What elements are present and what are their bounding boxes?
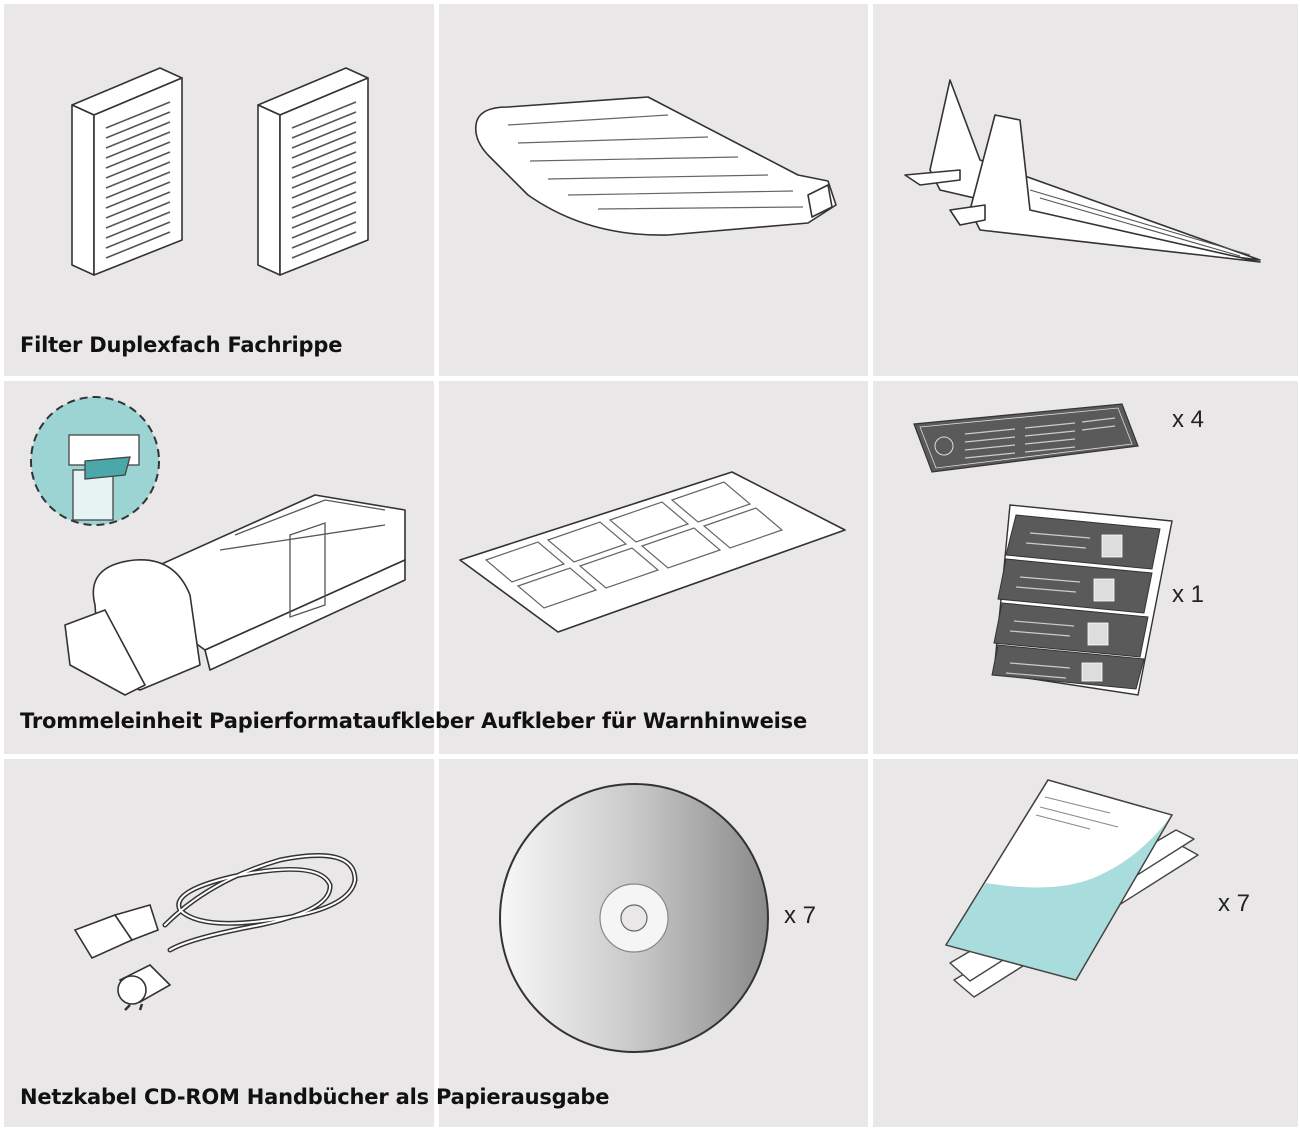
tray-rib-icon [904,79,1261,263]
row1-caption: Filter Duplexfach Fachrippe [20,333,343,357]
qty-manuals: x 7 [1218,890,1251,917]
manuals-icon [944,779,1199,998]
duplex-tray-icon [474,96,837,236]
power-cord-icon [73,853,358,1011]
cell-power-cord [4,759,434,1127]
warning-label-small-icon [913,403,1139,473]
qty-warning-small: x 4 [1172,406,1205,433]
drum-unit-icon [30,396,406,696]
cdrom-icon [499,783,769,1053]
row2-caption: Trommeleinheit Papierformataufkleber Auf… [20,709,807,733]
qty-cdrom: x 7 [784,902,817,929]
filter-icon [71,67,369,276]
paper-size-label-icon [459,471,846,633]
warning-label-sheet-icon [991,504,1173,696]
row3-caption: Netzkabel CD-ROM Handbücher als Papierau… [20,1085,610,1109]
qty-warning-large: x 1 [1172,581,1205,608]
